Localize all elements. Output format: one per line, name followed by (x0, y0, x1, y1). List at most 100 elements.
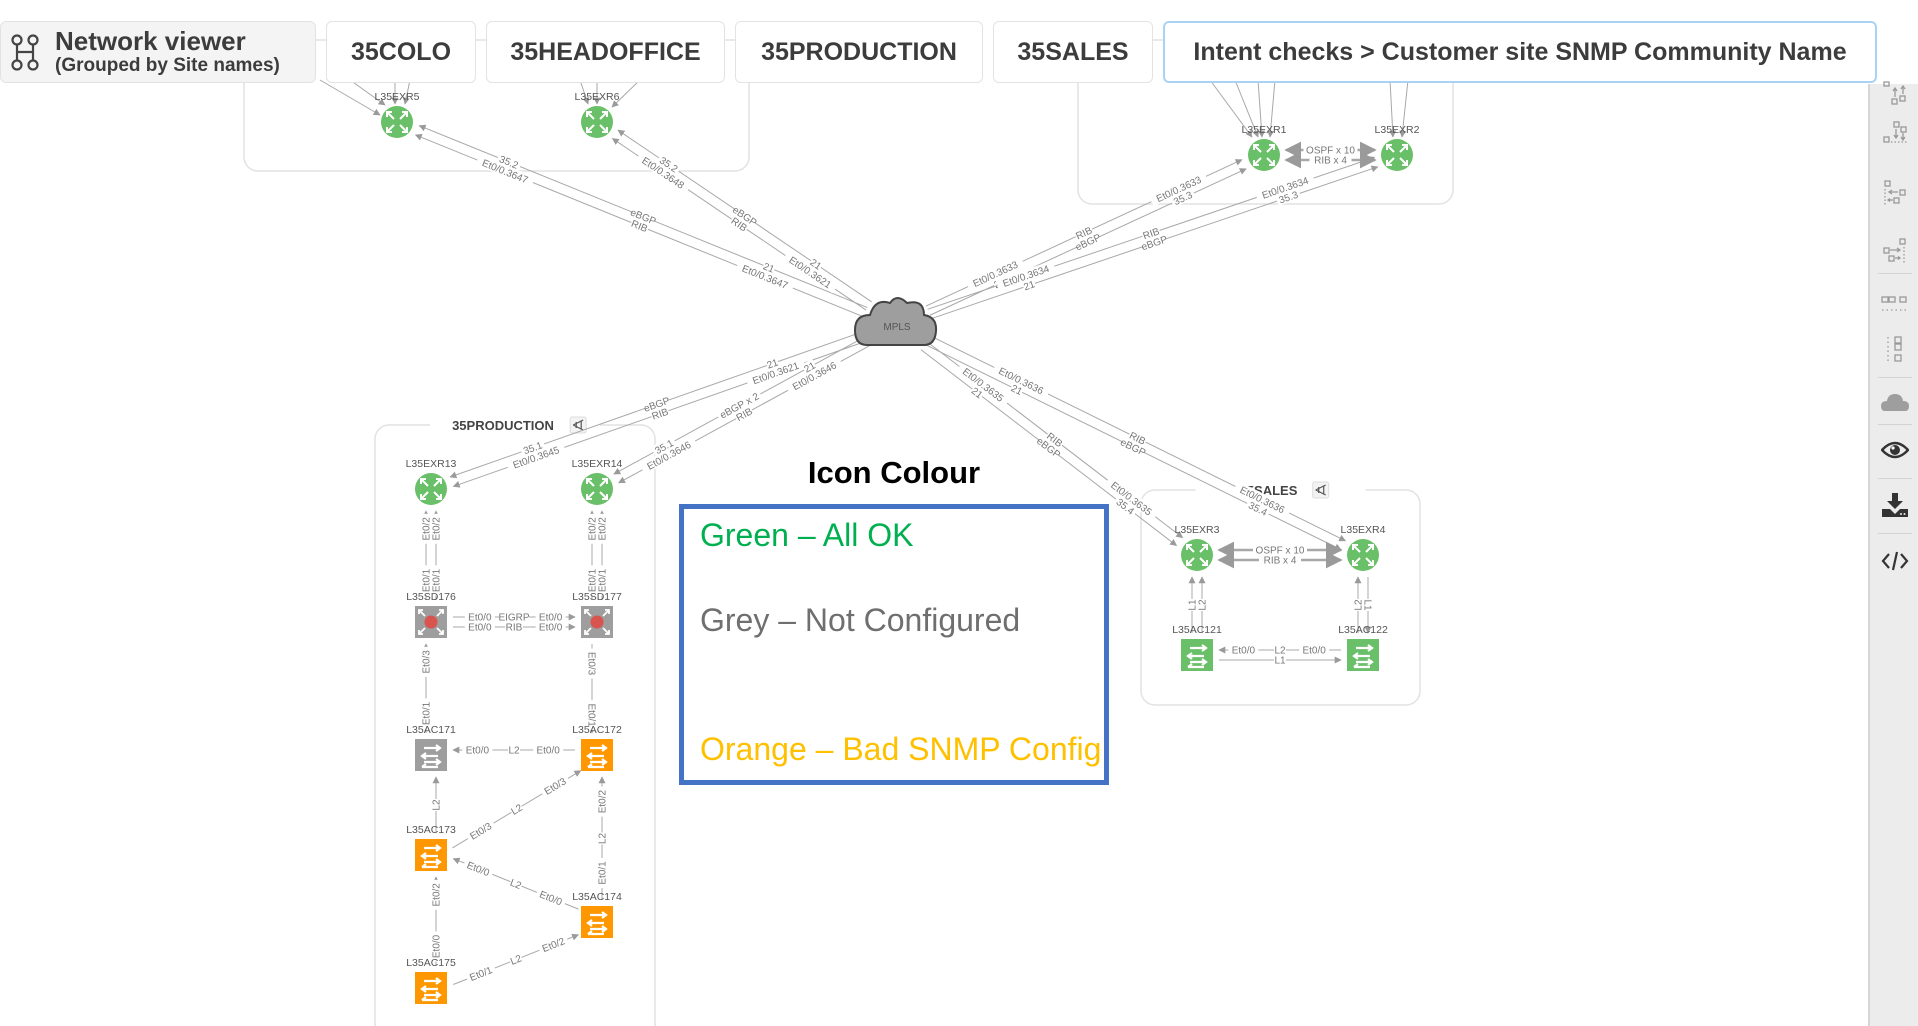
group-layout-button[interactable] (1312, 481, 1330, 499)
router-icon (1381, 139, 1413, 171)
node-L35EXR4[interactable]: L35EXR4 (1341, 524, 1386, 571)
node-L35EXR13[interactable]: L35EXR13 (406, 458, 457, 505)
node-MPLS[interactable]: MPLS (853, 297, 938, 346)
link-L35EXR3-L35EXR4[interactable]: OSPF x 10 (1217, 541, 1343, 559)
node-L35EXR1[interactable]: L35EXR1 (1242, 124, 1287, 171)
network-viewer-home-tab[interactable]: Network viewer (Grouped by Site names) (0, 21, 316, 83)
group-title: 35PRODUCTION (452, 418, 554, 433)
right-toolbar (1868, 81, 1918, 1026)
node-L35SD177[interactable]: L35SD177 (572, 591, 622, 638)
node-L35SD176[interactable]: L35SD176 (406, 591, 456, 638)
app-subtitle: (Grouped by Site names) (55, 54, 280, 76)
node-L35EXR5[interactable]: L35EXR5 (375, 91, 420, 138)
layout-top-down-button[interactable] (1870, 79, 1918, 109)
link-label: 21 (1009, 383, 1024, 398)
router-icon (381, 106, 413, 138)
router-icon (1248, 139, 1280, 171)
embed-code-button[interactable] (1870, 546, 1918, 576)
link-label: L2 (432, 799, 443, 811)
node-L35AC122[interactable]: L35AC122 (1338, 624, 1388, 671)
layout-left-right-button[interactable] (1870, 236, 1918, 266)
link-label: L2 (509, 953, 524, 967)
node-L35AC174[interactable]: L35AC174 (572, 891, 622, 938)
layout-bottom-up-button[interactable] (1870, 118, 1918, 148)
node-label: L35AC121 (1172, 624, 1222, 636)
node-label: L35EXR14 (572, 458, 623, 470)
link-L35AC175-L35AC174[interactable]: Et0/1 L2 Et0/2 (453, 933, 580, 985)
link-L35EXR1-L35EXR2[interactable]: OSPF x 10 (1284, 141, 1377, 159)
tab-intent-checks[interactable]: Intent checks > Customer site SNMP Commu… (1163, 21, 1877, 83)
link-label: Et0/2 (432, 517, 443, 541)
tab-35production[interactable]: 35PRODUCTION (735, 21, 983, 83)
node-L35EXR6[interactable]: L35EXR6 (575, 91, 620, 138)
node-L35EXR14[interactable]: L35EXR14 (572, 458, 623, 505)
align-horizontal-button[interactable] (1870, 290, 1918, 320)
link-label: Et0/1 (468, 965, 494, 984)
tab-35sales[interactable]: 35SALES (993, 21, 1153, 83)
node-label: L35AC175 (406, 957, 456, 969)
link-L35AC121-L35AC122[interactable]: L1 (1219, 654, 1342, 667)
node-L35EXR2[interactable]: L35EXR2 (1375, 124, 1420, 171)
node-L35AC172[interactable]: L35AC172 (572, 724, 622, 771)
toolbar-divider (1878, 478, 1912, 479)
link-L35EXR4-L35AC122[interactable]: L1 (1362, 577, 1375, 634)
tab-label: 35COLO (350, 37, 452, 66)
tab-label: 35HEADOFFICE (510, 37, 701, 66)
layout-top-down-icon (1883, 81, 1906, 105)
tree-icon (1315, 484, 1326, 496)
link-L35AC121-L35EXR3[interactable]: L1 (1186, 576, 1199, 633)
node-L35AC121[interactable]: L35AC121 (1172, 624, 1222, 671)
link-label: OSPF x 10 (1256, 546, 1305, 557)
layout-left-right-icon (1883, 238, 1906, 263)
link-L35AC122-L35EXR4[interactable]: L2 (1352, 576, 1365, 633)
link-label: Et0/0 (432, 934, 443, 958)
link-L35EXR1-L35EXR2[interactable]: RIB x 4 (1284, 151, 1377, 169)
cloud-button[interactable] (1870, 387, 1918, 417)
toolbar-divider (1878, 273, 1912, 274)
align-vertical-button[interactable] (1870, 334, 1918, 364)
site-group-production: 35PRODUCTION (374, 415, 656, 1026)
node-L35AC173[interactable]: L35AC173 (406, 824, 456, 871)
link-L35EXR3-L35EXR4[interactable]: RIB x 4 (1217, 551, 1343, 569)
tab-35headoffice[interactable]: 35HEADOFFICE (486, 21, 725, 83)
legend-item-green: Green – All OK (700, 517, 914, 553)
node-L35AC175[interactable]: L35AC175 (406, 957, 456, 1004)
alert-dot (590, 615, 604, 629)
link-label: RIB x 4 (1264, 556, 1297, 567)
link-L35AC173-L35AC171[interactable]: L2 (430, 776, 443, 833)
link-label: Et0/2 (541, 936, 567, 955)
link-label: Et0/1 (588, 568, 599, 592)
node-label: L35EXR3 (1175, 524, 1220, 536)
group-layout-button[interactable] (569, 416, 587, 434)
view-button[interactable] (1870, 435, 1918, 465)
node-L35AC171[interactable]: L35AC171 (406, 724, 456, 771)
layout-right-left-button[interactable] (1870, 178, 1918, 208)
link-label: EIGRP (498, 613, 529, 624)
link-label: Et0/0 (536, 746, 560, 757)
tab-35colo[interactable]: 35COLO (326, 21, 476, 83)
link-L35AC121-L35EXR3[interactable]: L2 (1196, 576, 1209, 633)
link-label: Et0/0 (466, 746, 490, 757)
link-label: RIB x 4 (1314, 156, 1347, 167)
download-button[interactable] (1870, 490, 1918, 520)
node-L35EXR3[interactable]: L35EXR3 (1175, 524, 1220, 571)
